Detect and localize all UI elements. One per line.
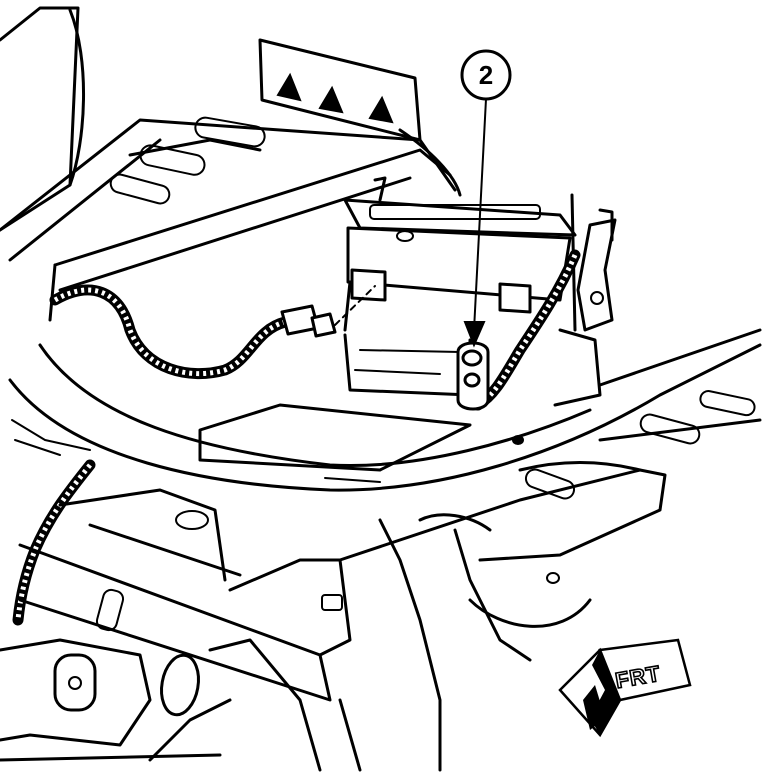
harness-connector (280, 285, 376, 338)
upper-left-body-panel (0, 6, 85, 232)
callout-2: 2 (460, 49, 512, 348)
callout-2-label: 2 (479, 60, 493, 90)
wiring-harness-left (49, 284, 291, 380)
front-crossmember (18, 468, 667, 772)
wiring-harness-lower-left (11, 419, 96, 626)
control-module (343, 176, 577, 397)
front-arrow-icon: FRT (558, 638, 692, 738)
rear-rail-bracket (258, 38, 462, 197)
module-retaining-bolt (456, 341, 490, 411)
floor-pan (8, 328, 762, 500)
lower-frame-rail (0, 588, 362, 772)
crossmember-rail (48, 148, 452, 322)
wiring-harness-right (472, 249, 581, 411)
upper-floor-panel (0, 116, 457, 262)
